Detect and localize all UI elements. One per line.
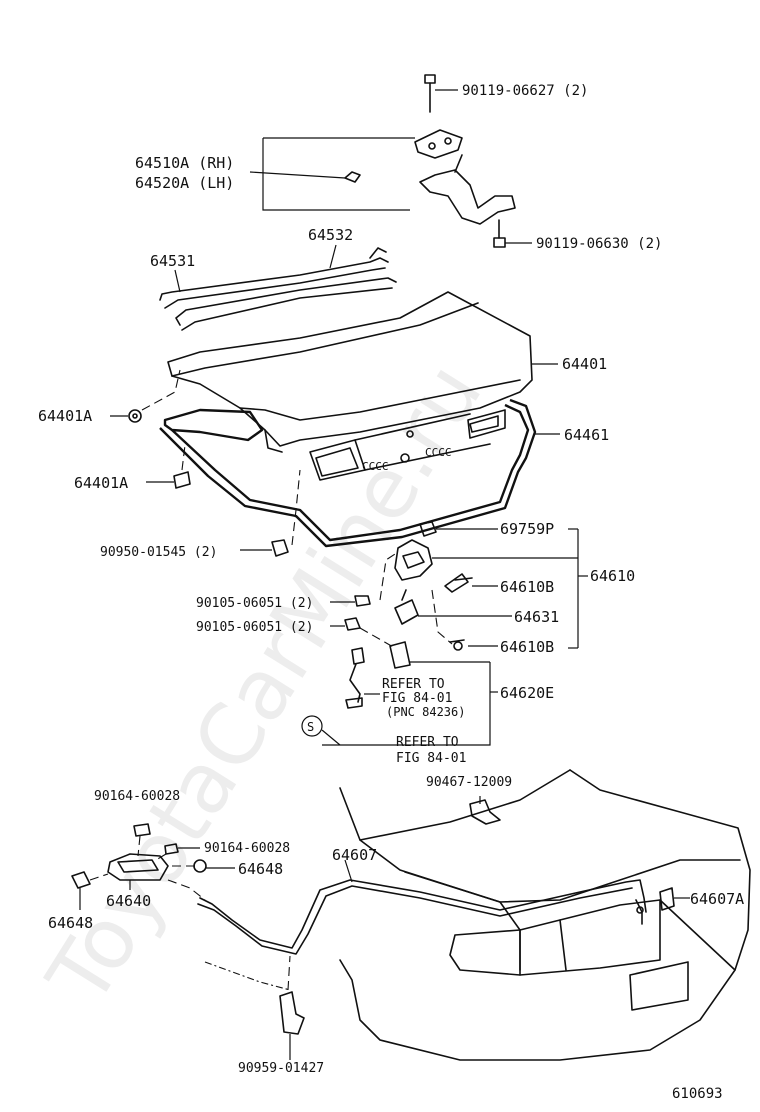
label-bolt-hinge: 90119-06630 (2) bbox=[536, 236, 662, 252]
weatherstrip bbox=[159, 398, 560, 548]
label-64648-left: 64648 bbox=[48, 914, 93, 932]
label-refer1-line1: REFER TO bbox=[382, 677, 445, 692]
torsion-rods bbox=[159, 244, 397, 331]
label-hinge-rh: 64510A (RH) bbox=[135, 154, 234, 172]
label-nut-90950: 90950-01545 (2) bbox=[100, 545, 217, 560]
label-screw-a: 90164-60028 bbox=[94, 789, 180, 804]
hinge-assembly bbox=[249, 74, 532, 248]
label-64610b-1: 64610B bbox=[500, 578, 554, 596]
label-64607a: 64607A bbox=[690, 890, 744, 908]
label-bolt-top: 90119-06627 (2) bbox=[462, 83, 588, 99]
label-cable: 64607 bbox=[332, 846, 377, 864]
trunk-lid-panel: CCCC CCCC bbox=[167, 291, 558, 481]
label-69759p: 69759P bbox=[500, 520, 554, 538]
label-64631: 64631 bbox=[514, 608, 559, 626]
label-opener: 64640 bbox=[106, 892, 151, 910]
label-lid: 64401 bbox=[562, 355, 607, 373]
diagram-code: 610693 bbox=[672, 1086, 723, 1102]
label-64610b-2: 64610B bbox=[500, 638, 554, 656]
svg-text:CCCC: CCCC bbox=[362, 460, 389, 473]
label-clip-90467: 90467-12009 bbox=[426, 775, 512, 790]
label-rod-64531: 64531 bbox=[150, 252, 195, 270]
label-s-mark: S bbox=[307, 720, 314, 734]
label-bolt-a: 90105-06051 (2) bbox=[196, 596, 313, 611]
label-lid-a1: 64401A bbox=[38, 407, 92, 425]
rear-body bbox=[339, 769, 751, 1061]
label-refer1-line2: FIG 84-01 bbox=[382, 691, 452, 706]
svg-text:CCCC: CCCC bbox=[425, 446, 452, 459]
release-cable-assembly bbox=[71, 796, 690, 1060]
part-labels: 90119-06627 (2) 64510A (RH) 64520A (LH) … bbox=[38, 83, 744, 1102]
label-64620e: 64620E bbox=[500, 684, 554, 702]
label-refer2-line2: FIG 84-01 bbox=[396, 751, 466, 766]
lock-assembly bbox=[301, 521, 588, 746]
label-bolt-b: 90105-06051 (2) bbox=[196, 620, 313, 635]
label-lid-a2: 64401A bbox=[74, 474, 128, 492]
label-rod-64532: 64532 bbox=[308, 226, 353, 244]
label-refer1-line3: (PNC 84236) bbox=[386, 705, 465, 719]
label-hinge-lh: 64520A (LH) bbox=[135, 174, 234, 192]
label-screw-b: 90164-60028 bbox=[204, 841, 290, 856]
label-clamp-90959: 90959-01427 bbox=[238, 1061, 324, 1076]
label-weatherstrip: 64461 bbox=[564, 426, 609, 444]
label-refer2-line1: REFER TO bbox=[396, 735, 459, 750]
lid-fasteners bbox=[110, 369, 301, 557]
label-lock-assy: 64610 bbox=[590, 567, 635, 585]
label-64648-right: 64648 bbox=[238, 860, 283, 878]
